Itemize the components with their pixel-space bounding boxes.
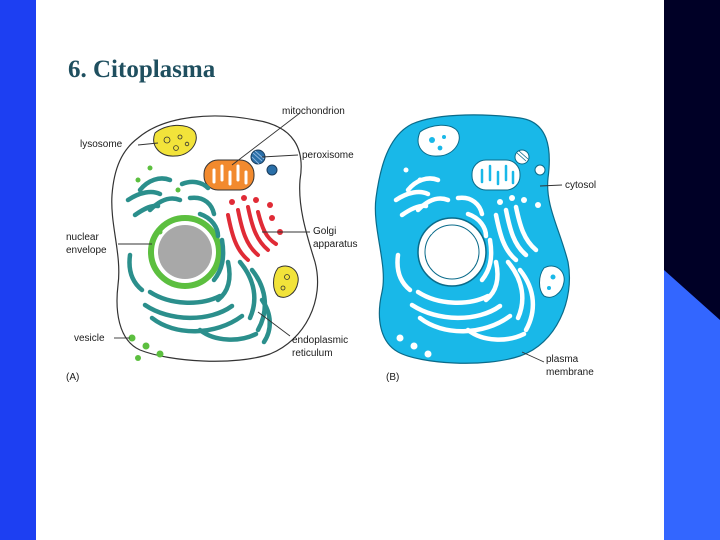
label-apparatus: apparatus bbox=[313, 239, 357, 250]
peroxisome-a-2 bbox=[266, 164, 278, 176]
label-reticulum: reticulum bbox=[292, 348, 333, 359]
label-mitochondrion: mitochondrion bbox=[282, 106, 345, 117]
endoplasmic-reticulum-a bbox=[125, 176, 272, 345]
label-panel-b: (B) bbox=[386, 372, 399, 383]
left-blue-bar bbox=[0, 0, 36, 540]
cell-a bbox=[111, 112, 319, 362]
mitochondrion-a bbox=[203, 159, 255, 191]
vesicles-a bbox=[128, 165, 181, 361]
lysosome-a-2 bbox=[273, 265, 299, 298]
label-lysosome: lysosome bbox=[80, 139, 123, 150]
slide-title: 6. Citoplasma bbox=[68, 56, 216, 83]
label-membrane: membrane bbox=[546, 367, 594, 378]
right-blue-wedge bbox=[664, 270, 720, 540]
label-panel-a: (A) bbox=[66, 372, 79, 383]
label-plasma: plasma bbox=[546, 354, 579, 365]
nucleus-a bbox=[158, 225, 212, 279]
label-peroxisome: peroxisome bbox=[302, 150, 354, 161]
lysosome-a bbox=[153, 124, 197, 157]
label-golgi: Golgi bbox=[313, 226, 336, 237]
label-endoplasmic: endoplasmic bbox=[292, 335, 348, 346]
label-vesicle: vesicle bbox=[74, 333, 105, 344]
label-nuclear: nuclear bbox=[66, 232, 99, 243]
label-cytosol: cytosol bbox=[565, 180, 596, 191]
cell-b bbox=[374, 114, 570, 364]
label-envelope: envelope bbox=[66, 245, 107, 256]
